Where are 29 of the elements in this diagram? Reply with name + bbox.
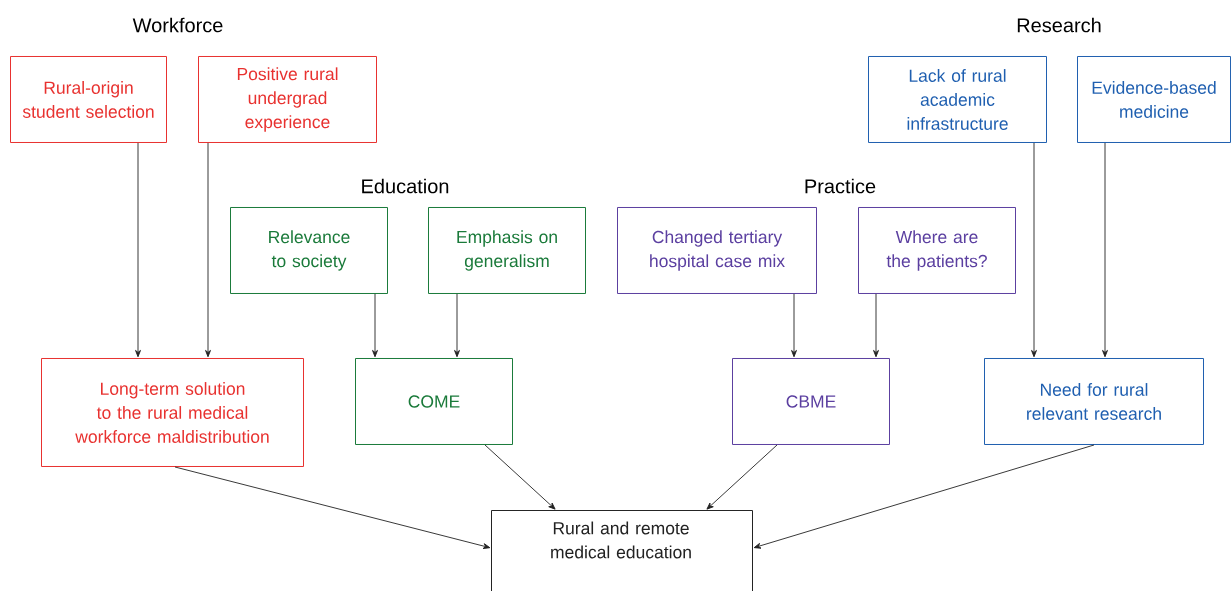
process-box: Lack of rural academic infrastructure: [868, 56, 1047, 143]
group-heading: Education: [362, 178, 449, 194]
process-box: Need for rural relevant research: [984, 358, 1204, 445]
arrow: [753, 444, 1095, 549]
arrow: [1031, 142, 1037, 358]
process-box: Positive rural undergrad experience: [198, 56, 377, 143]
process-box: Where are the patients?: [858, 207, 1016, 294]
arrow: [706, 444, 778, 510]
process-box: Rural-origin student selection: [10, 56, 167, 143]
group-heading: Practice: [805, 178, 876, 194]
process-box: CBME: [732, 358, 890, 445]
arrow: [484, 444, 556, 510]
process-box: Emphasis on generalism: [428, 207, 586, 294]
group-heading: Research: [1017, 17, 1101, 33]
arrow: [873, 293, 879, 358]
arrow: [174, 466, 491, 549]
arrow: [791, 293, 797, 358]
group-heading: Workforce: [132, 17, 223, 33]
process-box: COME: [355, 358, 513, 445]
process-box: Changed tertiary hospital case mix: [617, 207, 817, 294]
process-box: Rural and remote medical education: [491, 510, 753, 591]
arrow: [135, 142, 141, 358]
arrow: [454, 293, 460, 358]
arrow: [372, 293, 378, 358]
arrow: [205, 142, 211, 358]
arrow: [1102, 142, 1108, 358]
process-box: Relevance to society: [230, 207, 388, 294]
process-box: Long-term solution to the rural medical workforce maldistribution: [41, 358, 304, 467]
process-box: Evidence-based medicine: [1077, 56, 1231, 143]
